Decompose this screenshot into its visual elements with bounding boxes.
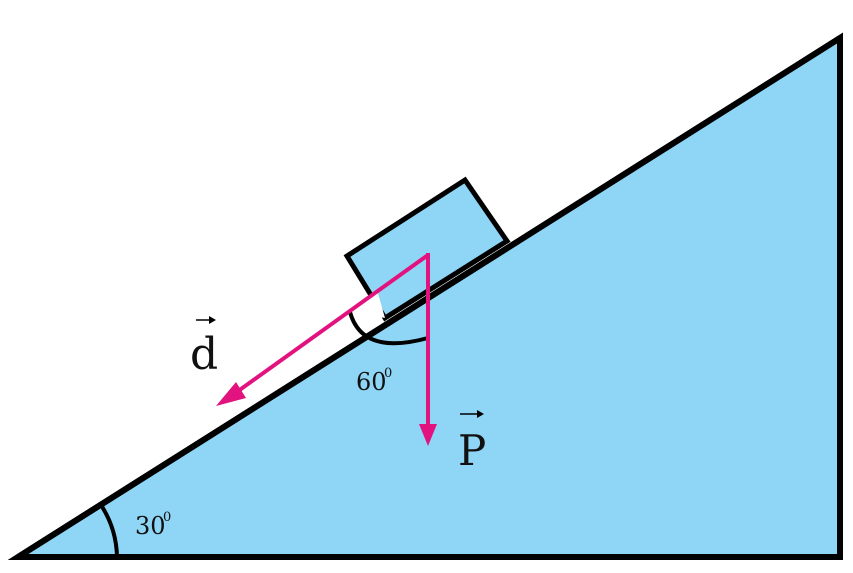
angle-arc-30 (99, 503, 119, 558)
label-angle-30-degree: 0 (163, 510, 171, 525)
vector-d-line (232, 253, 430, 396)
label-angle-60-degree: 0 (384, 366, 392, 381)
label-vector-d: d (190, 316, 218, 380)
label-angle-60: 60 (356, 368, 387, 396)
vector-p-arrowhead (419, 424, 437, 446)
label-d-text: d (190, 329, 218, 380)
label-p-text: P (458, 426, 486, 475)
gap-region (349, 290, 385, 318)
label-angle-30: 30 (135, 512, 166, 540)
angle-arc-60 (348, 311, 429, 346)
label-vector-p: P (458, 410, 486, 475)
vector-d-arrowhead (216, 382, 246, 406)
